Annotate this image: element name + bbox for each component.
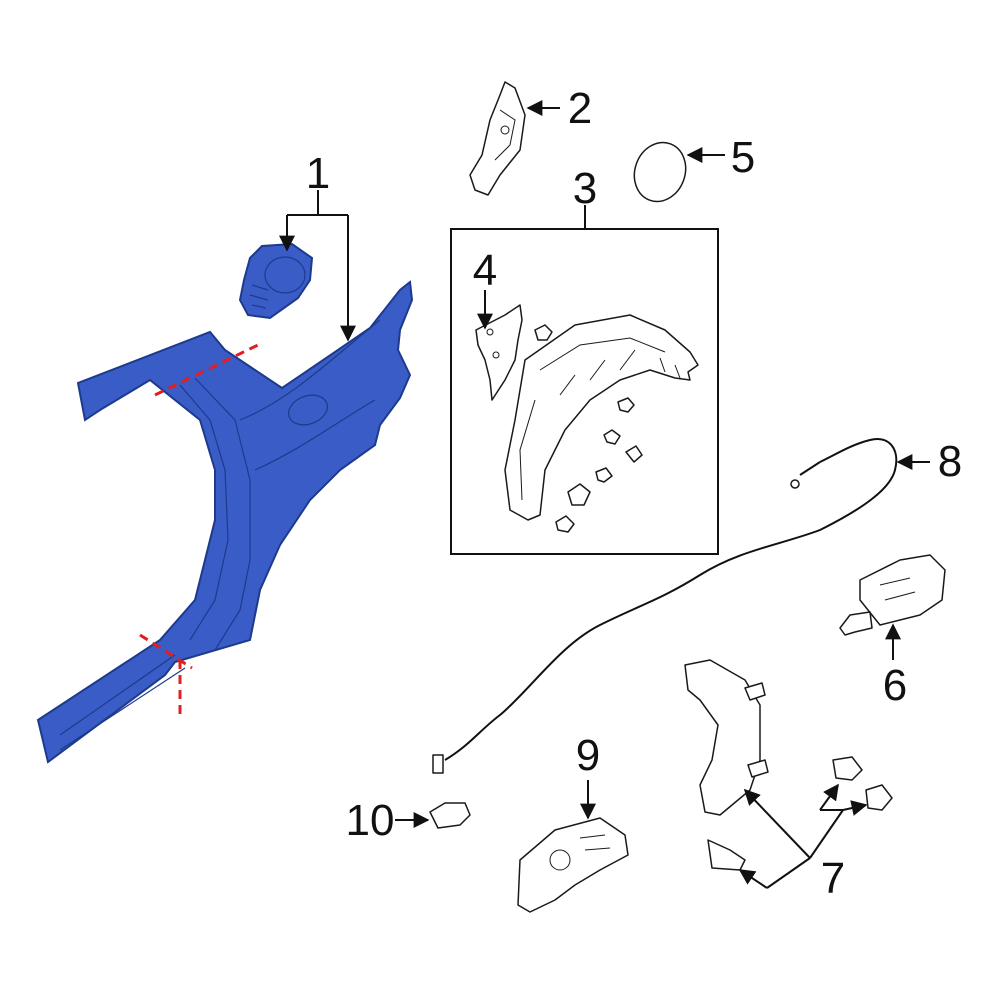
bracket-part[interactable] xyxy=(469,81,526,196)
clip-1 xyxy=(534,324,553,341)
clip-3 xyxy=(603,429,621,445)
hinge-arm-part[interactable] xyxy=(684,659,769,816)
fuel-door-housing-part[interactable] xyxy=(238,242,314,320)
clip-4 xyxy=(625,445,643,463)
callout-1: 1 xyxy=(306,149,330,198)
fuel-seal-ring-part[interactable] xyxy=(626,135,694,208)
wheelhouse-liner-part[interactable] xyxy=(504,314,699,521)
clip-5 xyxy=(595,467,613,483)
callout-8: 8 xyxy=(938,437,962,486)
callout-3: 3 xyxy=(573,164,597,213)
callout-9: 9 xyxy=(576,731,600,780)
callout-7: 7 xyxy=(821,854,845,903)
callout-4: 4 xyxy=(473,246,497,295)
lock-housing-part[interactable] xyxy=(517,817,629,913)
cut-line-upper xyxy=(154,343,259,397)
fastener-clips[interactable] xyxy=(534,324,643,533)
callout-5: 5 xyxy=(731,133,755,182)
callout-10: 10 xyxy=(346,796,395,845)
bumper-part-lower[interactable] xyxy=(865,784,893,811)
quarter-panel-part[interactable] xyxy=(36,280,414,764)
release-cable-part[interactable] xyxy=(432,438,898,774)
hinge-clip-part[interactable] xyxy=(707,839,746,871)
clip-7 xyxy=(555,515,575,533)
callout-6: 6 xyxy=(883,661,907,710)
clip-2 xyxy=(617,397,635,413)
actuator-part[interactable] xyxy=(839,554,946,636)
clip-6 xyxy=(567,483,591,506)
cut-line-lower-horizontal xyxy=(139,633,193,670)
callout-2: 2 xyxy=(568,84,592,133)
bumper-part-upper[interactable] xyxy=(832,756,863,781)
callout-lines xyxy=(279,100,930,889)
shield-part[interactable] xyxy=(475,304,523,401)
bumper-stop-part[interactable] xyxy=(429,802,471,829)
